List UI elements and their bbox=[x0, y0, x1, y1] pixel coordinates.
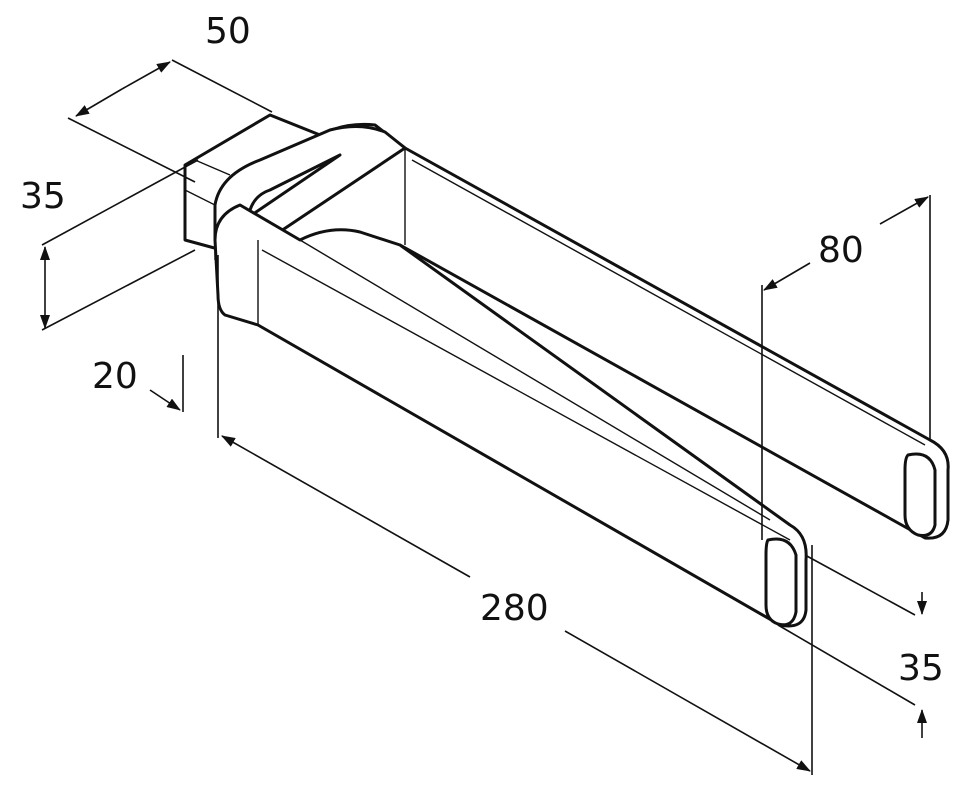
dimension-label-50: 50 bbox=[205, 11, 251, 52]
dimension-label-20: 20 bbox=[92, 356, 138, 397]
dimension-35-right: 35 bbox=[777, 554, 944, 738]
dimension-20: 20 bbox=[92, 355, 184, 412]
dimension-label-80: 80 bbox=[818, 230, 864, 271]
dimension-label-280: 280 bbox=[480, 588, 549, 629]
dimension-50: 50 bbox=[67, 11, 273, 183]
dimension-80: 80 bbox=[761, 195, 931, 540]
dimension-280: 280 bbox=[217, 255, 813, 775]
dimension-35-left: 35 bbox=[20, 159, 199, 331]
dimension-label-35-left: 35 bbox=[20, 176, 66, 217]
dimension-label-35-right: 35 bbox=[898, 648, 944, 689]
front-arm bbox=[213, 125, 808, 628]
